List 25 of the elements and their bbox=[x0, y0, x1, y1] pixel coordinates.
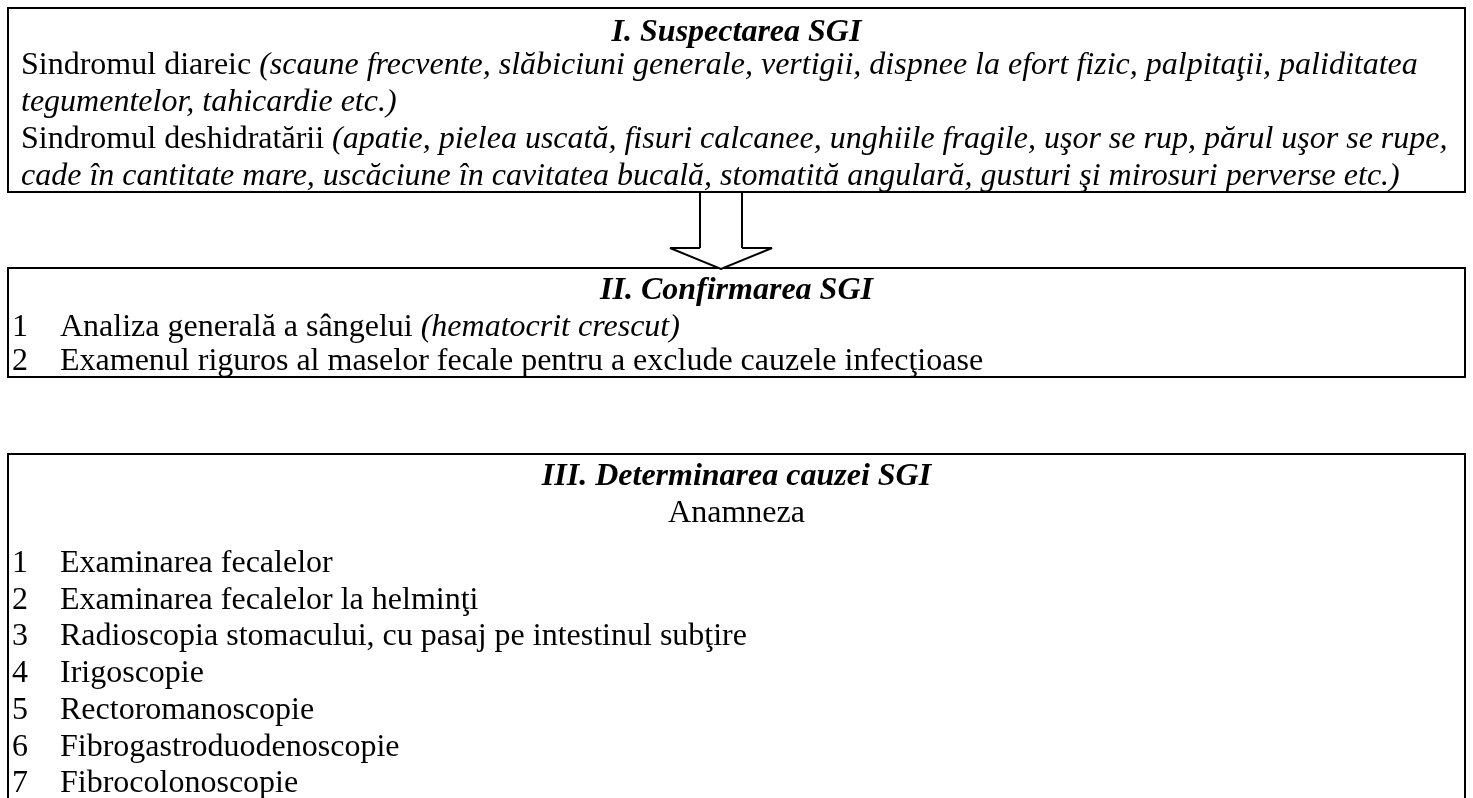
list-item: Fibrogastroduodenoscopie bbox=[60, 727, 400, 762]
item-number: 4 bbox=[12, 654, 28, 689]
step-heading: II. Confirmarea SGI bbox=[598, 270, 875, 306]
step-box bbox=[7, 7, 1466, 193]
list-item: Examinarea fecalelor bbox=[60, 544, 333, 578]
list-item: Analiza generală a sângelui (hematocrit crescut) bbox=[60, 308, 680, 342]
step-box bbox=[7, 267, 1466, 378]
step-heading: I. Suspectarea SGI bbox=[610, 12, 864, 48]
symptom-paragraph: Sindromul deshidratării (apatie, pielea uscată, fisuri calcanee, unghiile fragile, uşor se rup, părul uşor se rupe, cade în cantitate mare, uscăciune în cavitatea bucală, stomatită angulară, gusturi şi mirosuri perverse etc.) bbox=[21, 119, 1449, 193]
item-number: 2 bbox=[12, 342, 28, 376]
item-number: 5 bbox=[12, 690, 28, 725]
list-item: Radioscopia stomacului, cu pasaj pe intestinul subţire bbox=[60, 617, 747, 652]
list-item: Examinarea fecalelor la helminţi bbox=[60, 580, 479, 615]
item-number: 2 bbox=[12, 580, 28, 615]
item-number: 6 bbox=[12, 727, 28, 762]
list-item: Rectoromanoscopie bbox=[60, 690, 315, 725]
item-number: 7 bbox=[12, 764, 28, 798]
item-number: 3 bbox=[12, 617, 28, 652]
step-subheading: Anamneza bbox=[667, 493, 806, 529]
item-number: 1 bbox=[12, 308, 28, 342]
list-item: Examenul riguros al maselor fecale pentru a exclude cauzele infecţioase bbox=[60, 342, 984, 376]
list-item: Irigoscopie bbox=[60, 654, 204, 689]
item-number: 1 bbox=[12, 544, 28, 578]
step-heading: III. Determinarea cauzei SGI bbox=[540, 456, 933, 492]
step-box bbox=[7, 453, 1466, 798]
